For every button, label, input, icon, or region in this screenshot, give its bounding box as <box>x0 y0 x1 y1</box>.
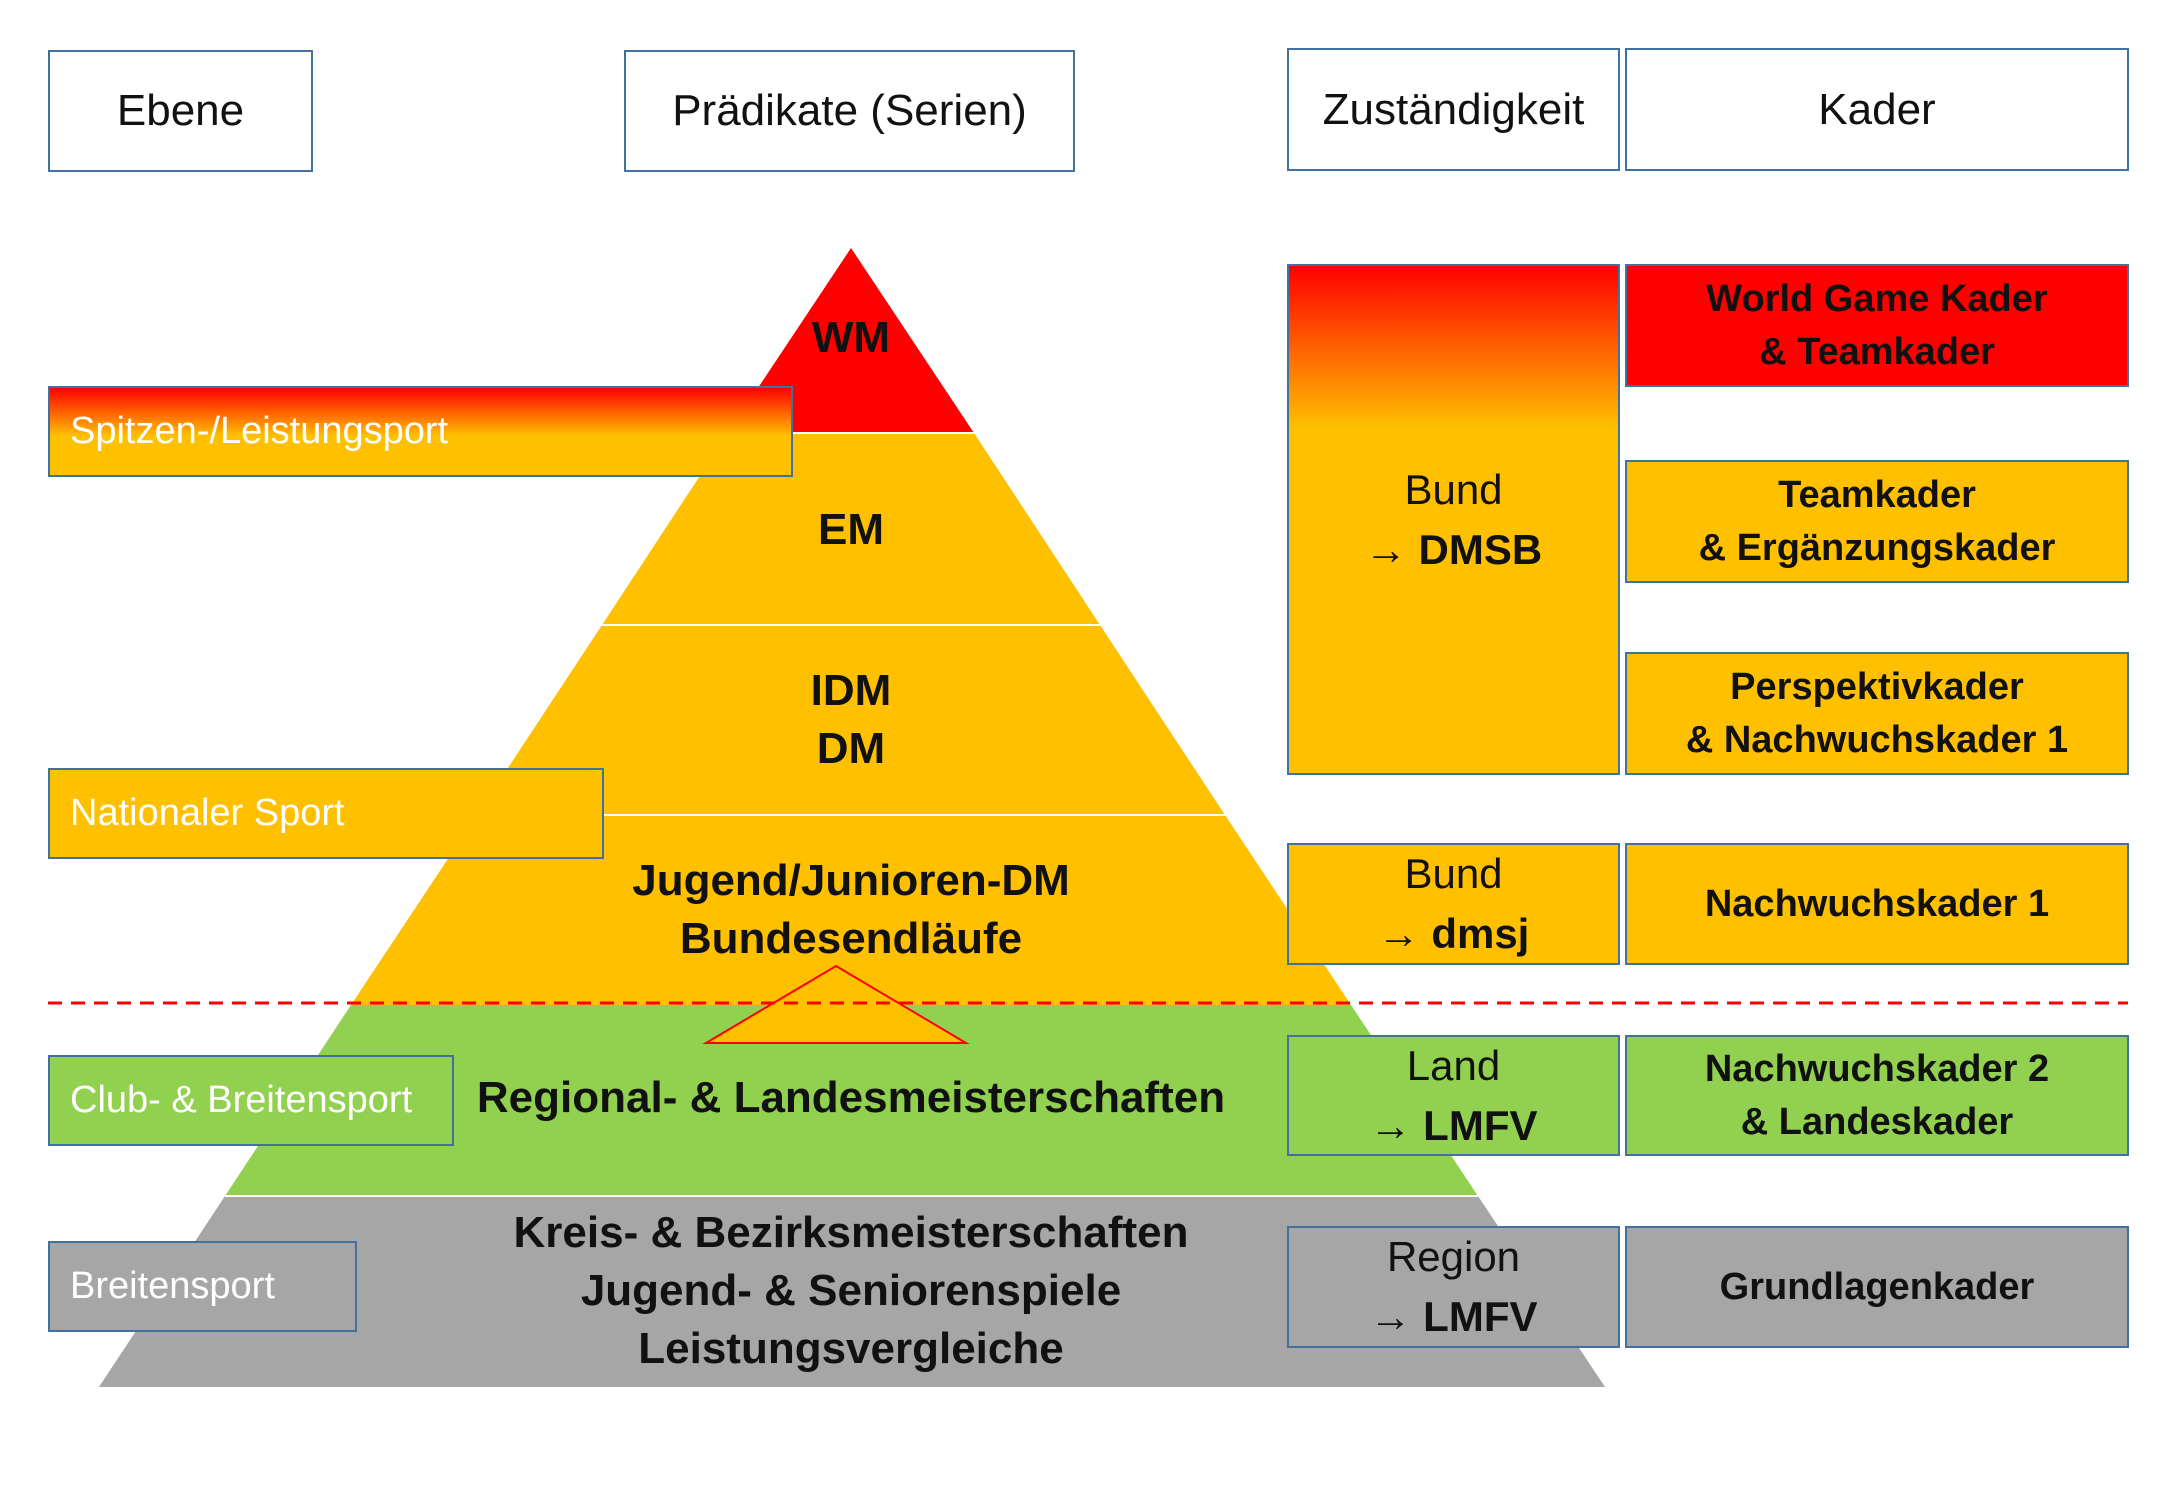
zust-bund-dmsj: Bund → dmsj <box>1287 843 1620 965</box>
zust-bund-dmsj-line1: Bund <box>1404 850 1503 898</box>
zust-region-lmfv-line1: Region <box>1386 1233 1521 1281</box>
zust-land-lmfv-org: LMFV <box>1423 1101 1538 1149</box>
kader-world-game: World Game Kader & Teamkader <box>1625 264 2129 387</box>
tier-label-leistungsvergleiche: Leistungsvergleiche <box>638 1324 1063 1373</box>
pyramid-tier-kreis <box>99 1196 1605 1387</box>
kader-nachwuchs1: Nachwuchskader 1 <box>1625 843 2129 965</box>
arrow-icon: → <box>1377 910 1420 957</box>
level-national: Nationaler Sport <box>48 768 604 859</box>
arrow-icon: → <box>1369 1293 1412 1340</box>
header-kader: Kader <box>1625 48 2129 171</box>
tier-label-bundesendlaeufe: Bundesendläufe <box>680 914 1022 963</box>
header-kader-label: Kader <box>1818 84 1936 134</box>
kader-nachwuchs2-line2: & Landeskader <box>1740 1100 2014 1143</box>
zust-bund-dmsj-org: dmsj <box>1431 910 1530 957</box>
level-spitzen: Spitzen-/Leistungsport <box>48 386 793 477</box>
tier-label-dm: DM <box>817 724 885 773</box>
arrow-icon: → <box>1364 525 1407 573</box>
kader-perspektiv: Perspektivkader & Nachwuchskader 1 <box>1625 652 2129 775</box>
pyramid-tier-idm <box>477 625 1225 815</box>
arrow-icon: → <box>1369 1101 1412 1149</box>
zust-bund-dmsb-org: DMSB <box>1418 525 1543 573</box>
header-praedikate: Prädikate (Serien) <box>624 50 1075 172</box>
pyramid-tier-regional <box>225 1005 1478 1196</box>
kader-perspektiv-line1: Perspektivkader <box>1730 666 2024 709</box>
tier-label-wm: WM <box>812 313 890 362</box>
header-zustaendigkeit-label: Zuständigkeit <box>1322 84 1585 134</box>
level-national-label: Nationaler Sport <box>70 792 345 834</box>
pyramid-tier-jugend <box>351 815 1351 1005</box>
level-club: Club- & Breitensport <box>48 1055 454 1146</box>
kader-team-line2: & Ergänzungskader <box>1698 526 2056 569</box>
zust-region-lmfv: Region → LMFV <box>1287 1226 1620 1348</box>
tier-label-regional: Regional- & Landesmeisterschaften <box>477 1073 1225 1122</box>
tier-label-idm: IDM <box>811 666 892 715</box>
kader-team: Teamkader & Ergänzungskader <box>1625 460 2129 583</box>
kader-team-line1: Teamkader <box>1778 474 1976 517</box>
header-praedikate-label: Prädikate (Serien) <box>672 86 1027 135</box>
zust-land-lmfv-line2: → LMFV <box>1370 1096 1538 1156</box>
kader-world-game-line1: World Game Kader <box>1706 278 2048 321</box>
header-ebene-label: Ebene <box>116 86 245 135</box>
zust-land-lmfv-line1: Land <box>1406 1041 1501 1089</box>
tier-label-kreis: Kreis- & Bezirksmeisterschaften <box>514 1208 1189 1257</box>
zust-region-lmfv-org: LMFV <box>1423 1293 1538 1340</box>
kader-nachwuchs2-line1: Nachwuchskader 2 <box>1704 1048 2050 1091</box>
header-zustaendigkeit: Zuständigkeit <box>1287 48 1620 171</box>
zust-bund-dmsb: Bund → DMSB <box>1287 264 1620 775</box>
level-breiten-label: Breitensport <box>70 1265 275 1307</box>
tier-label-jugend-senioren: Jugend- & Seniorenspiele <box>581 1266 1121 1315</box>
zust-bund-dmsb-line1: Bund <box>1404 465 1503 513</box>
header-ebene: Ebene <box>48 50 313 172</box>
tier-label-em: EM <box>818 505 884 554</box>
tier-label-jugend: Jugend/Junioren-DM <box>632 856 1070 905</box>
kader-grundlagen-line1: Grundlagenkader <box>1719 1265 2035 1308</box>
kader-nachwuchs1-line1: Nachwuchskader 1 <box>1704 882 2050 925</box>
level-club-label: Club- & Breitensport <box>70 1079 413 1121</box>
zust-region-lmfv-line2: → LMFV <box>1370 1287 1538 1347</box>
zust-land-lmfv: Land → LMFV <box>1287 1035 1620 1156</box>
kader-nachwuchs2: Nachwuchskader 2 & Landeskader <box>1625 1035 2129 1156</box>
zust-bund-dmsj-line2: → dmsj <box>1378 904 1530 964</box>
level-breiten: Breitensport <box>48 1241 357 1332</box>
level-spitzen-label: Spitzen-/Leistungsport <box>70 410 449 452</box>
kader-perspektiv-line2: & Nachwuchskader 1 <box>1685 718 2069 761</box>
kader-world-game-line2: & Teamkader <box>1759 330 1995 373</box>
kader-grundlagen: Grundlagenkader <box>1625 1226 2129 1348</box>
pyramid-tier-em <box>602 433 1100 625</box>
zust-bund-dmsb-line2: → DMSB <box>1365 520 1542 580</box>
